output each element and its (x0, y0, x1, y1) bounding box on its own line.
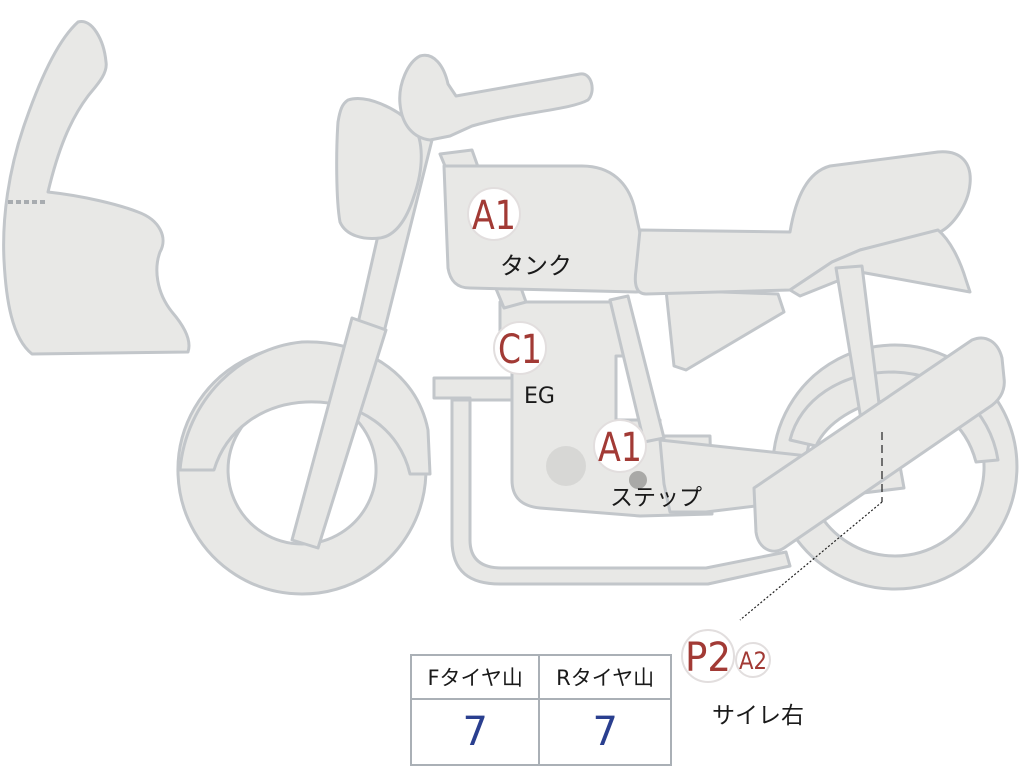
rear-tire-value: 7 (538, 698, 672, 766)
engine-cover (546, 446, 586, 486)
fairing-part (2, 20, 191, 356)
exhaust-pipe (432, 376, 792, 586)
label-step: ステップ (610, 485, 702, 511)
seat (633, 150, 972, 296)
badge-tank-text: A1 (472, 193, 516, 239)
tire-tread-table: Fタイヤ山 Rタイヤ山 7 7 (409, 654, 672, 766)
label-muffler-right: サイレ右 (712, 703, 804, 729)
label-engine: EG (524, 384, 555, 409)
badge-step: A1 (593, 419, 647, 473)
label-tank: タンク (500, 252, 572, 280)
side-cover (664, 288, 786, 372)
footpeg-left (629, 471, 647, 489)
front-tire-header: Fタイヤ山 (409, 654, 541, 700)
fork-lower (290, 316, 388, 550)
muffler (752, 336, 1006, 553)
badge-muffler-main: P2 (681, 629, 735, 683)
front-tire-value: 7 (409, 698, 541, 766)
badge-muffler-sub: A2 (735, 642, 771, 678)
badge-muffler-main-text: P2 (685, 635, 731, 681)
handlebar (398, 53, 594, 142)
badge-engine-text: C1 (498, 327, 542, 373)
badge-muffler-sub-text: A2 (739, 647, 767, 675)
tail-cowl (788, 228, 972, 298)
rear-tire-header: Rタイヤ山 (538, 654, 672, 700)
badge-step-text: A1 (598, 425, 642, 471)
callout-dotted-line (739, 501, 883, 621)
badge-tank: A1 (467, 187, 521, 241)
badge-engine: C1 (493, 321, 547, 375)
